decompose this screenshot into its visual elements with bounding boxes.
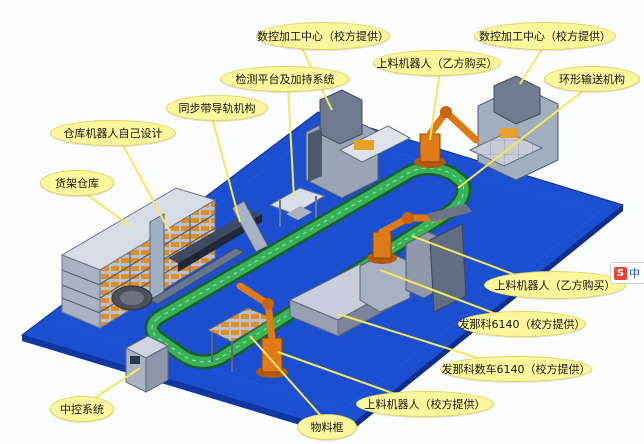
sogou-logo-icon: S (614, 266, 627, 280)
sync-belt-rail (168, 200, 269, 272)
label-inspection-platform: 检测平台及加持系统 (220, 66, 350, 92)
label-fanuc-lathe-1: 发那科6140（校方提供） (458, 311, 586, 337)
label-loader-robot-bottom: 上料机器人（校方提供） (356, 391, 494, 417)
label-fanuc-lathe-2: 发那科数车6140（校方提供） (440, 356, 592, 382)
label-cnc-center-left: 数控加工中心（校方提供） (256, 22, 390, 50)
label-warehouse-robot: 仓库机器人自己设计 (50, 120, 176, 146)
cnc-center-left (305, 89, 412, 199)
loader-robot-top (414, 106, 480, 168)
control-cabinet (124, 335, 170, 393)
ime-indicator[interactable]: S 中 (610, 262, 644, 284)
ime-language-label: 中 (629, 267, 640, 280)
label-cnc-center-right: 数控加工中心（校方提供） (474, 22, 616, 50)
label-loader-robot-top: 上料机器人（乙方购买） (373, 50, 501, 76)
warehouse-robot (111, 213, 246, 311)
loader-robot-bottom (236, 282, 288, 378)
label-material-box: 物料框 (297, 414, 357, 440)
label-sync-belt-rail: 同步带导轨机构 (166, 95, 268, 121)
inspection-platform (268, 187, 326, 226)
cnc-center-right (468, 75, 559, 181)
label-loader-robot-right: 上料机器人（乙方购买） (484, 271, 626, 299)
label-ring-conveyor: 环形输送机构 (544, 66, 640, 92)
fanuc-lathe (288, 231, 447, 337)
label-shelf-warehouse: 货架仓库 (40, 170, 114, 196)
label-control-system: 中控系统 (50, 396, 114, 422)
